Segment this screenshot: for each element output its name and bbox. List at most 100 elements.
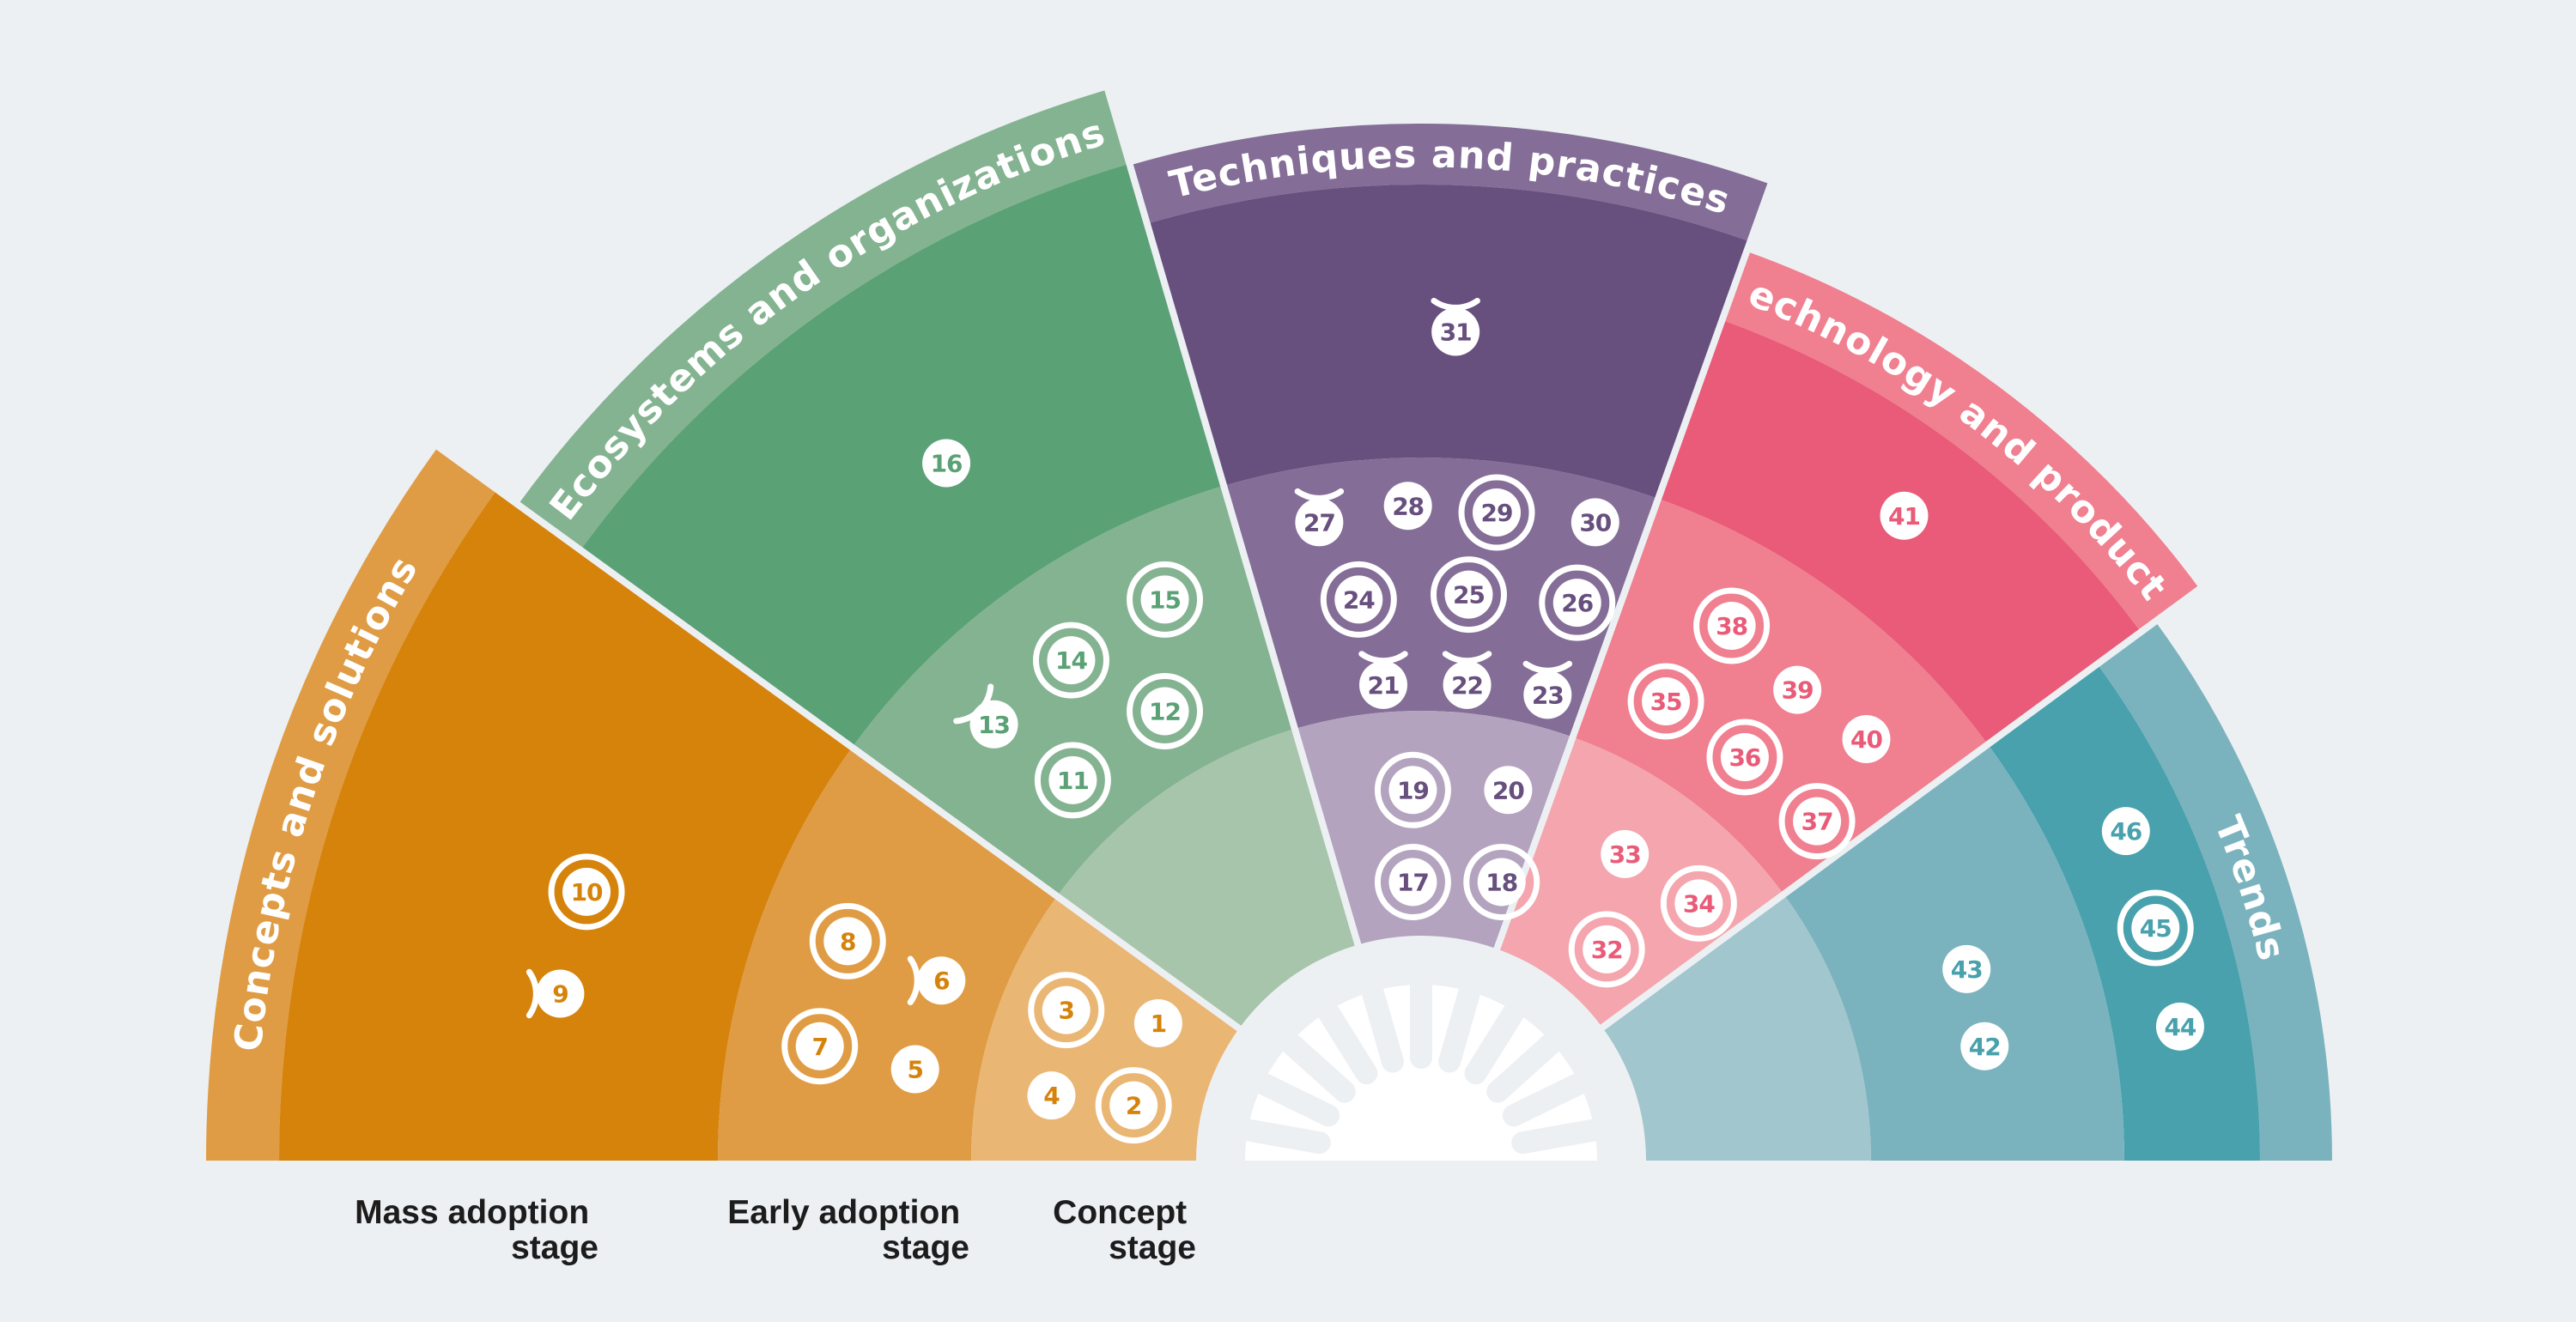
marker-26[interactable]: 26 [1539,564,1616,641]
hub-ray [1263,1017,1356,1103]
marker-dot [1334,575,1383,624]
sector-label-band [518,89,1130,550]
marker-dot [1133,998,1182,1047]
marker-number: 32 [1591,936,1623,964]
marker-number: 5 [907,1056,922,1084]
marker-37[interactable]: 37 [1778,783,1856,860]
hub-ray [1502,1063,1610,1127]
marker-dot [1140,575,1189,624]
marker-8[interactable]: 8 [809,902,886,979]
marker-9[interactable]: 9 [526,968,585,1019]
marker-5[interactable]: 5 [890,1045,939,1094]
marker-1[interactable]: 1 [1133,998,1182,1047]
marker-23[interactable]: 23 [1522,660,1573,719]
marker-19[interactable]: 19 [1374,751,1451,828]
marker-dot [1484,766,1533,815]
marker-dot [1601,829,1649,878]
marker-10[interactable]: 10 [548,853,625,931]
marker-32[interactable]: 32 [1568,911,1645,988]
marker-45[interactable]: 45 [2117,889,2194,967]
marker-ring-icon [1127,561,1204,638]
stage-label-concept-line1: Concept [1053,1194,1187,1231]
marker-33[interactable]: 33 [1601,829,1649,878]
marker-dot [1552,579,1601,628]
marker-dot [1473,488,1522,537]
marker-number: 16 [931,450,963,478]
marker-ring-icon [1374,751,1451,828]
marker-dot [1642,676,1691,725]
marker-29[interactable]: 29 [1458,474,1535,551]
marker-13[interactable]: 13 [953,683,1018,749]
marker-dot [1720,733,1769,782]
marker-27[interactable]: 27 [1294,488,1345,547]
marker-dot [1109,1081,1158,1130]
marker-24[interactable]: 24 [1320,561,1397,638]
marker-number: 1 [1151,1010,1166,1038]
marker-number: 27 [1303,508,1335,537]
marker-7[interactable]: 7 [781,1008,859,1085]
marker-44[interactable]: 44 [2155,1002,2204,1051]
marker-number: 6 [933,967,949,995]
marker-17[interactable]: 17 [1374,843,1451,920]
marker-42[interactable]: 42 [1960,1022,2009,1070]
marker-30[interactable]: 30 [1571,498,1619,547]
marker-ring-icon [1320,561,1397,638]
marker-31[interactable]: 31 [1431,297,1480,356]
marker-ring-icon [1032,622,1109,699]
marker-25[interactable]: 25 [1430,556,1507,634]
marker-6[interactable]: 6 [907,955,966,1005]
marker-dot [1571,498,1619,547]
marker-39[interactable]: 39 [1773,665,1822,714]
marker-38[interactable]: 38 [1693,587,1771,664]
sector-label-band [2097,621,2332,1161]
marker-46[interactable]: 46 [2101,807,2150,856]
radar-hub [0,936,2576,1322]
marker-dot [1388,858,1437,907]
hub-ray [1355,959,1404,1073]
marker-dot [1140,687,1189,736]
marker-ring-icon [1539,564,1616,641]
marker-12[interactable]: 12 [1127,672,1204,749]
hub-ray [1464,981,1537,1085]
marker-18[interactable]: 18 [1463,843,1540,920]
marker-11[interactable]: 11 [1034,742,1111,819]
sector-label-band [1722,251,2200,633]
marker-20[interactable]: 20 [1484,766,1533,815]
marker-14[interactable]: 14 [1032,622,1109,699]
marker-40[interactable]: 40 [1842,714,1891,763]
marker-35[interactable]: 35 [1627,663,1704,740]
marker-3[interactable]: 3 [1028,972,1105,1049]
marker-ring-icon [2117,889,2194,967]
marker-21[interactable]: 21 [1358,651,1408,709]
marker-2[interactable]: 2 [1095,1067,1172,1144]
marker-number: 46 [2110,817,2142,846]
marker-34[interactable]: 34 [1660,864,1737,942]
marker-dot [922,439,971,488]
marker-number: 44 [2164,1013,2196,1041]
marker-15[interactable]: 15 [1127,561,1204,638]
marker-28[interactable]: 28 [1383,482,1432,531]
marker-4[interactable]: 4 [1027,1071,1076,1120]
marker-dot [1674,879,1723,928]
marker-dot [1842,714,1891,763]
marker-dot [1388,766,1437,815]
stage-label-concept: Concept stage [1053,1194,1196,1266]
marker-dot [917,956,966,1005]
marker-dot [2155,1002,2204,1051]
marker-41[interactable]: 41 [1880,491,1929,540]
marker-36[interactable]: 36 [1706,719,1783,796]
marker-22[interactable]: 22 [1442,651,1492,709]
marker-dot [536,969,585,1018]
ring-mass-adoption [580,163,1224,748]
marker-dot [1358,660,1407,709]
marker-number: 10 [571,878,603,907]
marker-number: 45 [2140,914,2172,943]
marker-dot [1443,660,1492,709]
marker-43[interactable]: 43 [1942,944,1991,993]
hub-ray [1486,1017,1579,1103]
marker-number: 22 [1451,671,1483,700]
marker-number: 12 [1149,697,1181,725]
marker-number: 4 [1043,1082,1060,1110]
marker-16[interactable]: 16 [922,439,971,488]
marker-number: 18 [1485,868,1517,896]
